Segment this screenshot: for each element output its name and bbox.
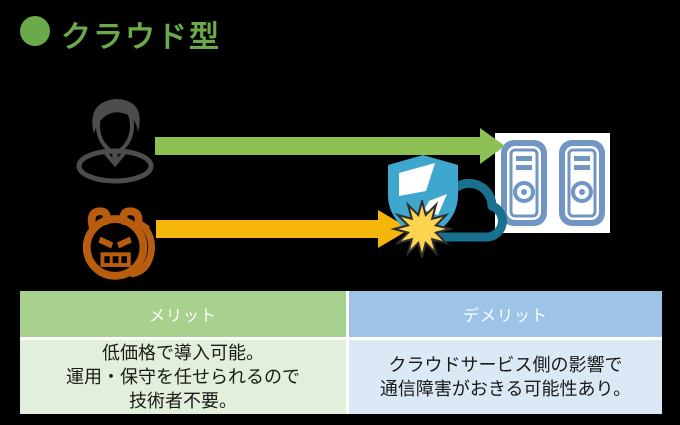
- comparison-table: メリット デメリット 低価格で導入可能。 運用・保守を任せられるので 技術者不要…: [20, 291, 662, 414]
- yellow-arrow-icon: [156, 210, 410, 248]
- server-towers-graphic: [500, 140, 605, 226]
- businessman-icon: [76, 99, 154, 184]
- devil-icon: [82, 207, 156, 280]
- merit-line: 低価格で導入可能。: [102, 343, 264, 363]
- merit-cell: 低価格で導入可能。 運用・保守を任せられるので 技術者不要。: [20, 340, 346, 414]
- demerit-line: 通信障害がおきる可能性あり。: [379, 379, 632, 399]
- page-title: クラウド型: [61, 21, 221, 54]
- merit-header: メリット: [20, 291, 346, 337]
- demerit-cell: クラウドサービス側の影響で 通信障害がおきる可能性あり。: [349, 340, 662, 414]
- impact-burst-icon: [391, 200, 453, 258]
- green-arrow-icon: [155, 128, 505, 164]
- server-towers-icon: [495, 133, 610, 233]
- circle-bullet-icon: [20, 16, 50, 46]
- merit-line: 運用・保守を任せられるので: [66, 367, 300, 387]
- demerit-header: デメリット: [349, 291, 662, 337]
- merit-line: 技術者不要。: [129, 391, 237, 411]
- demerit-line: クラウドサービス側の影響で: [388, 355, 623, 375]
